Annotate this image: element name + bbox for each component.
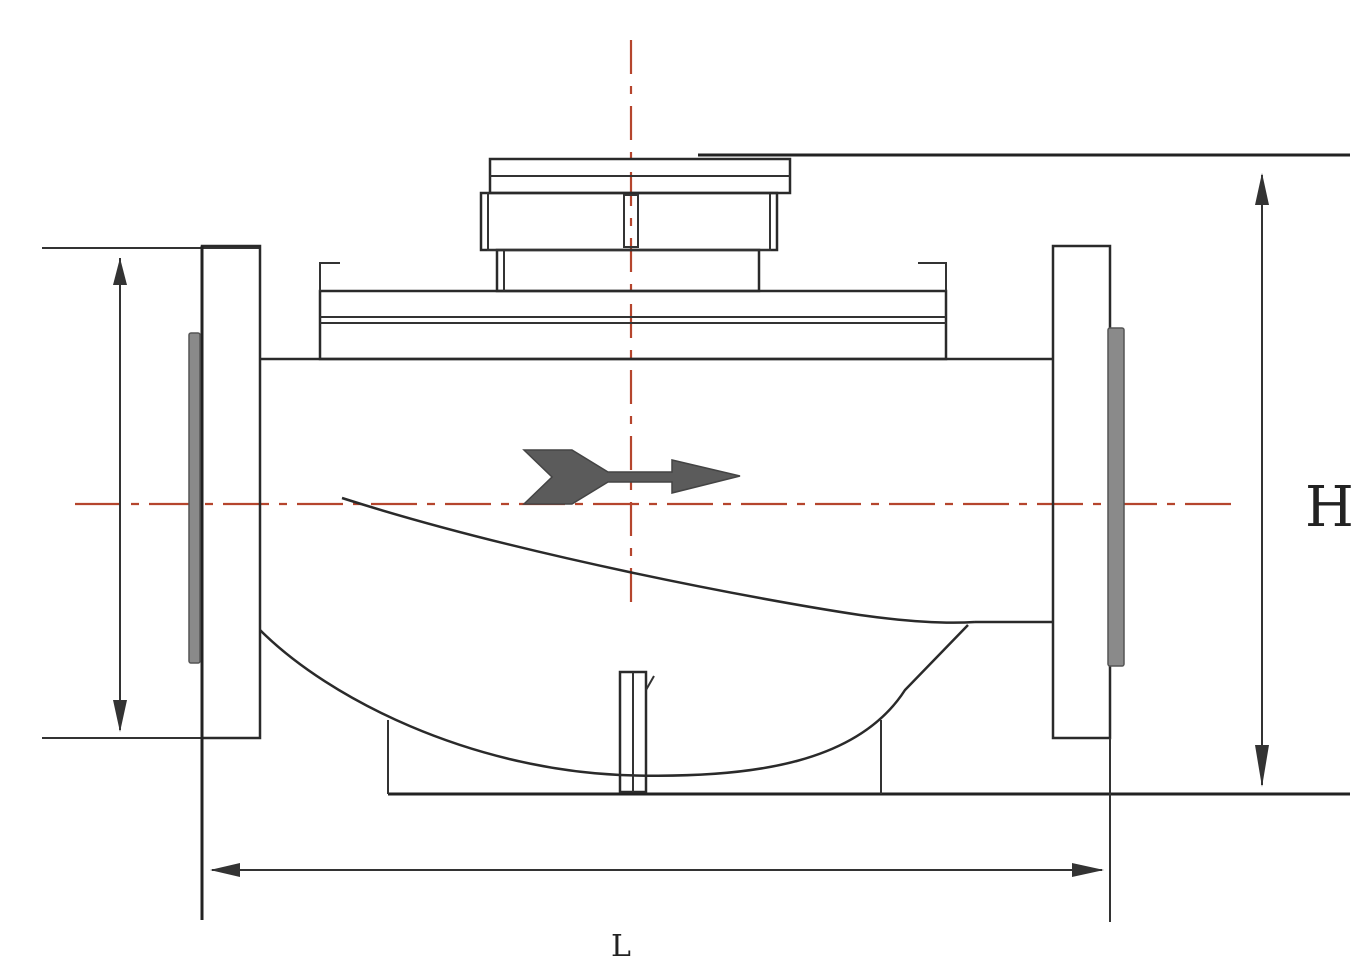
height-arrow-top-icon bbox=[1255, 173, 1269, 205]
register-body-inner bbox=[487, 192, 771, 251]
length-arrow-left-icon bbox=[210, 863, 240, 877]
height-label: H bbox=[1305, 475, 1354, 540]
left-flange bbox=[200, 244, 262, 740]
flange-arrow-bottom-icon bbox=[113, 700, 127, 732]
body-inner-curve bbox=[341, 496, 976, 624]
left-gasket bbox=[188, 332, 201, 664]
cover-plate bbox=[318, 289, 948, 361]
cover-right-lip bbox=[918, 262, 947, 291]
cover-left-lip bbox=[319, 262, 340, 291]
register-neck bbox=[495, 248, 761, 293]
length-label: L bbox=[611, 929, 631, 964]
flange-arrow-top-icon bbox=[113, 258, 127, 285]
register-slot bbox=[623, 194, 639, 248]
body-bottom-bowl bbox=[259, 624, 969, 777]
right-flange bbox=[1051, 244, 1112, 740]
register-body bbox=[479, 191, 779, 252]
drain-plug-tab bbox=[645, 675, 655, 691]
height-arrow-bottom-icon bbox=[1255, 745, 1269, 787]
flow-arrow-icon bbox=[522, 449, 741, 505]
length-arrow-right-icon bbox=[1072, 863, 1104, 877]
right-gasket bbox=[1107, 327, 1125, 667]
